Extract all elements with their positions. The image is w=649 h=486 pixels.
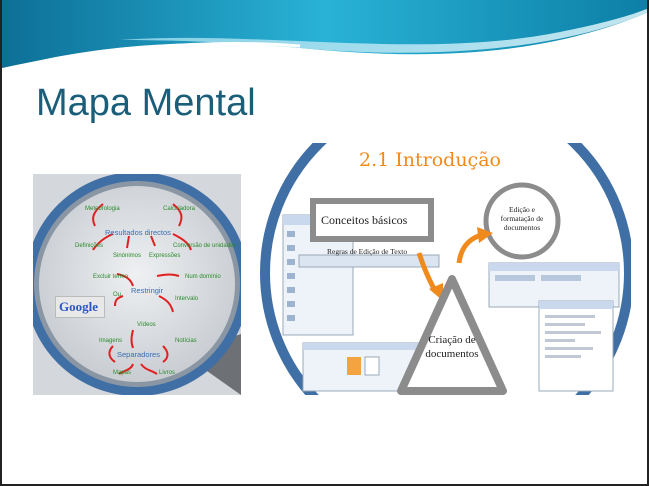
mind-map-node: Intervalo (175, 296, 199, 302)
rules-label: Regras de Edição de Texto (327, 247, 408, 256)
mind-map-node: Calculadora (163, 206, 196, 212)
header-banner (0, 0, 649, 72)
triangle-label: Criação de documentos (425, 334, 479, 360)
concepts-box-label: Conceitos básicos (321, 213, 408, 227)
mind-map-node: Mapas (113, 370, 132, 376)
slide-border-left (0, 0, 2, 486)
mind-map-image: Meteorologia Calculadora Resultados dire… (33, 174, 241, 395)
mind-map-center: Resultados directos (105, 228, 171, 237)
mind-map-center: Separadores (117, 350, 160, 359)
intro-title: 2.1 Introdução (359, 149, 501, 171)
mind-map-node: Definições (75, 243, 104, 249)
mind-map-node: Sinónimos (113, 253, 142, 259)
mind-map-node: Conversão de unidades (173, 243, 237, 249)
slide-title: Mapa Mental (36, 82, 256, 124)
slide-border-right (647, 0, 649, 486)
mind-map-node: Vídeos (137, 322, 156, 328)
mind-map-node: Ou (113, 292, 122, 298)
google-logo-image: Google (55, 296, 105, 318)
mind-map-node: Excluir termo (93, 274, 129, 280)
magnifier-graphic (33, 174, 241, 395)
mind-map-node: Expressões (149, 253, 181, 259)
mind-map-node: Imagens (99, 338, 123, 344)
google-logo-text: Google (59, 299, 98, 314)
mind-map-center: Restringir (131, 286, 164, 295)
mind-map-node: Meteorologia (85, 206, 120, 212)
intro-diagram-image: 2.1 Introdução Conceitos básicos Regras … (259, 143, 631, 395)
slide-border-bottom (0, 484, 649, 486)
mind-map-node: Notícias (175, 338, 197, 344)
mind-map-node: Livros (159, 370, 176, 376)
mind-map-node: Num domínio (185, 274, 221, 280)
intro-diagram-graphic (260, 143, 631, 395)
circle-label: Edição e formatação de documentos (500, 205, 544, 232)
